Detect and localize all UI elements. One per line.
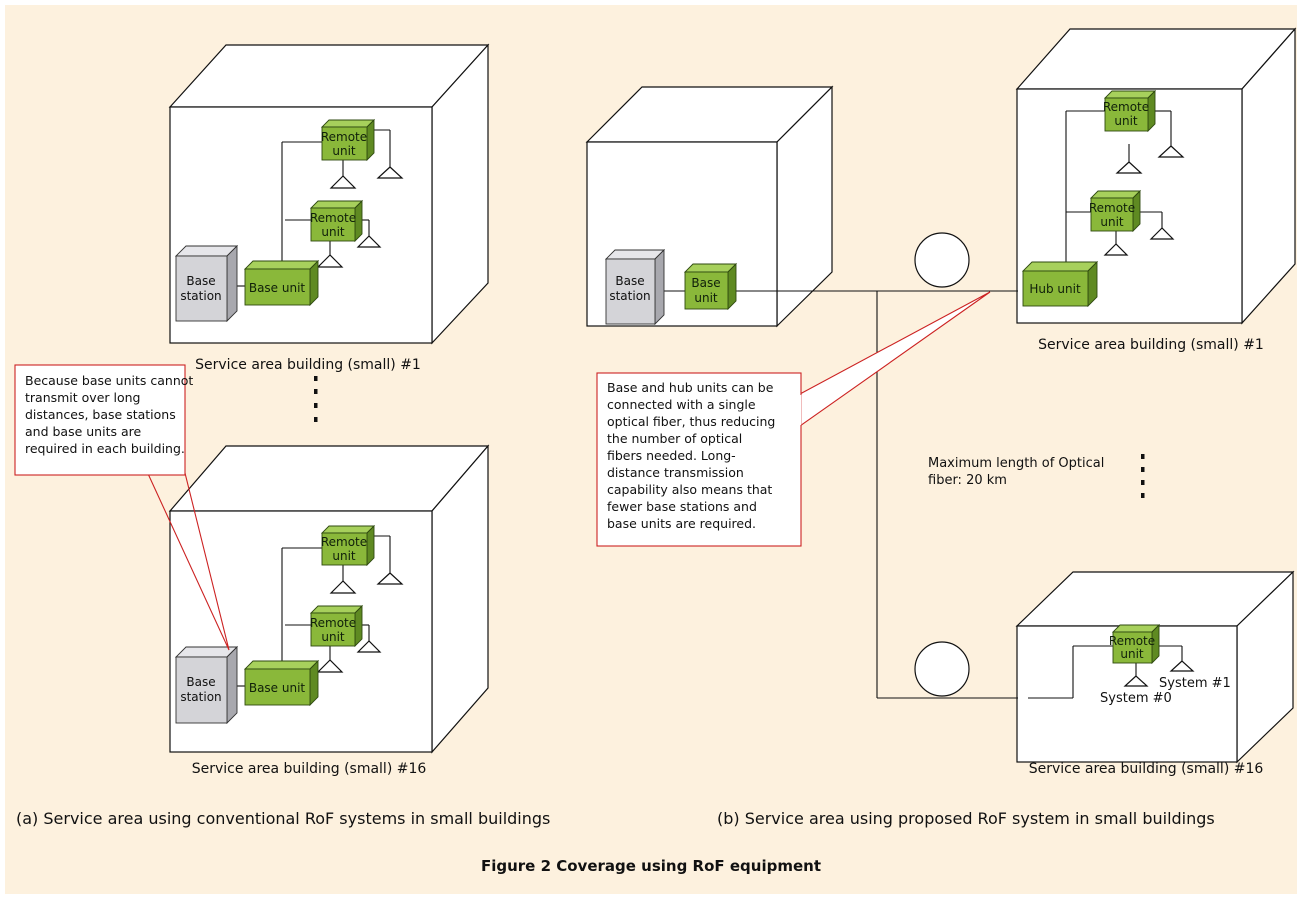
remote-unit-label: Remote [310, 616, 356, 630]
callout-left-line: and base units are [25, 424, 141, 439]
remote-unit-label: Remote [321, 130, 367, 144]
base-station: Base station [604, 248, 666, 326]
ellipsis-dots-right [1141, 454, 1145, 498]
callout-right: Base and hub units can be connected with… [596, 291, 991, 547]
fiber-length-note: Maximum length of Optical [928, 456, 1104, 471]
callout-right-line: Base and hub units can be [607, 380, 774, 395]
system-1-label: System #1 [1159, 676, 1231, 691]
base-unit-label: Base unit [249, 681, 306, 695]
callout-right-line: fibers needed. Long- [607, 448, 736, 463]
remote-unit-label: unit [1114, 114, 1138, 128]
figure-title: Figure 2 Coverage using RoF equipment [481, 857, 821, 875]
callout-right-line: fewer base stations and [607, 499, 757, 514]
remote-unit-label: unit [321, 225, 345, 239]
building-b-right-top [1015, 27, 1297, 325]
remote-unit: Remote unit [310, 604, 364, 648]
remote-unit-label: unit [1100, 215, 1124, 229]
rof-coverage-diagram: Remote unit Remote unit Base unit Base s… [14, 27, 1297, 875]
remote-unit-label: unit [332, 549, 356, 563]
callout-left: Because base units cannot transmit over … [14, 364, 230, 651]
base-unit-label: Base [691, 276, 720, 290]
base-station-label: station [609, 289, 650, 303]
building-caption: Service area building (small) #1 [195, 357, 421, 373]
remote-unit: Remote unit [321, 118, 376, 162]
remote-unit: Remote unit [1109, 623, 1161, 665]
base-unit: Base unit [683, 262, 738, 311]
figure-panel: Remote unit Remote unit Base unit Base s… [5, 5, 1297, 894]
base-station: Base station [174, 244, 239, 323]
system-0-label: System #0 [1100, 691, 1172, 706]
callout-right-line: connected with a single [607, 397, 756, 412]
base-station-label: Base [615, 274, 644, 288]
remote-unit: Remote unit [310, 199, 364, 243]
remote-unit: Remote unit [1103, 89, 1157, 133]
callout-left-line: Because base units cannot [25, 373, 193, 388]
base-unit-label: unit [694, 291, 718, 305]
hub-unit-label: Hub unit [1029, 282, 1081, 296]
remote-unit: Remote unit [1089, 189, 1142, 233]
remote-unit-label: Remote [310, 211, 356, 225]
remote-unit-label: Remote [1109, 634, 1155, 648]
fiber-reel-icon [914, 641, 970, 697]
remote-unit: Remote unit [321, 524, 376, 567]
base-unit-label: Base unit [249, 281, 306, 295]
callout-right-line: distance transmission [607, 465, 744, 480]
subcaption-b: (b) Service area using proposed RoF syst… [717, 809, 1215, 828]
remote-unit-label: Remote [321, 535, 367, 549]
callout-right-line: capability also means that [607, 482, 772, 497]
fiber-reel-icon [914, 232, 970, 288]
base-station-label: station [180, 690, 221, 704]
callout-left-line: distances, base stations [25, 407, 176, 422]
building-caption: Service area building (small) #16 [1029, 761, 1264, 777]
building-a-bottom [168, 444, 490, 754]
antenna-icons [316, 145, 1195, 687]
base-unit: Base unit [243, 659, 320, 707]
ellipsis-dots-left [314, 376, 318, 422]
base-unit: Base unit [243, 259, 320, 307]
callout-right-line: the number of optical [607, 431, 742, 446]
remote-unit-label: unit [332, 144, 356, 158]
building-caption: Service area building (small) #1 [1038, 337, 1264, 353]
remote-unit-label: Remote [1103, 100, 1149, 114]
remote-unit-label: unit [1120, 647, 1144, 661]
base-station-label: station [180, 289, 221, 303]
remote-unit-label: unit [321, 630, 345, 644]
callout-left-line: required in each building. [25, 441, 185, 456]
callout-right-line: optical fiber, thus reducing [607, 414, 775, 429]
hub-unit: Hub unit [1021, 260, 1099, 308]
building-caption: Service area building (small) #16 [192, 761, 427, 777]
building-b-right-bottom [1015, 570, 1295, 764]
fiber-length-note: fiber: 20 km [928, 473, 1007, 488]
base-station-label: Base [186, 675, 215, 689]
subcaption-a: (a) Service area using conventional RoF … [16, 809, 550, 828]
callout-right-line: base units are required. [607, 516, 756, 531]
base-station: Base station [174, 645, 239, 725]
callout-left-line: transmit over long [25, 390, 141, 405]
connection-lines [237, 110, 1183, 699]
base-station-label: Base [186, 274, 215, 288]
building-b-left [585, 85, 834, 328]
remote-unit-label: Remote [1089, 201, 1135, 215]
